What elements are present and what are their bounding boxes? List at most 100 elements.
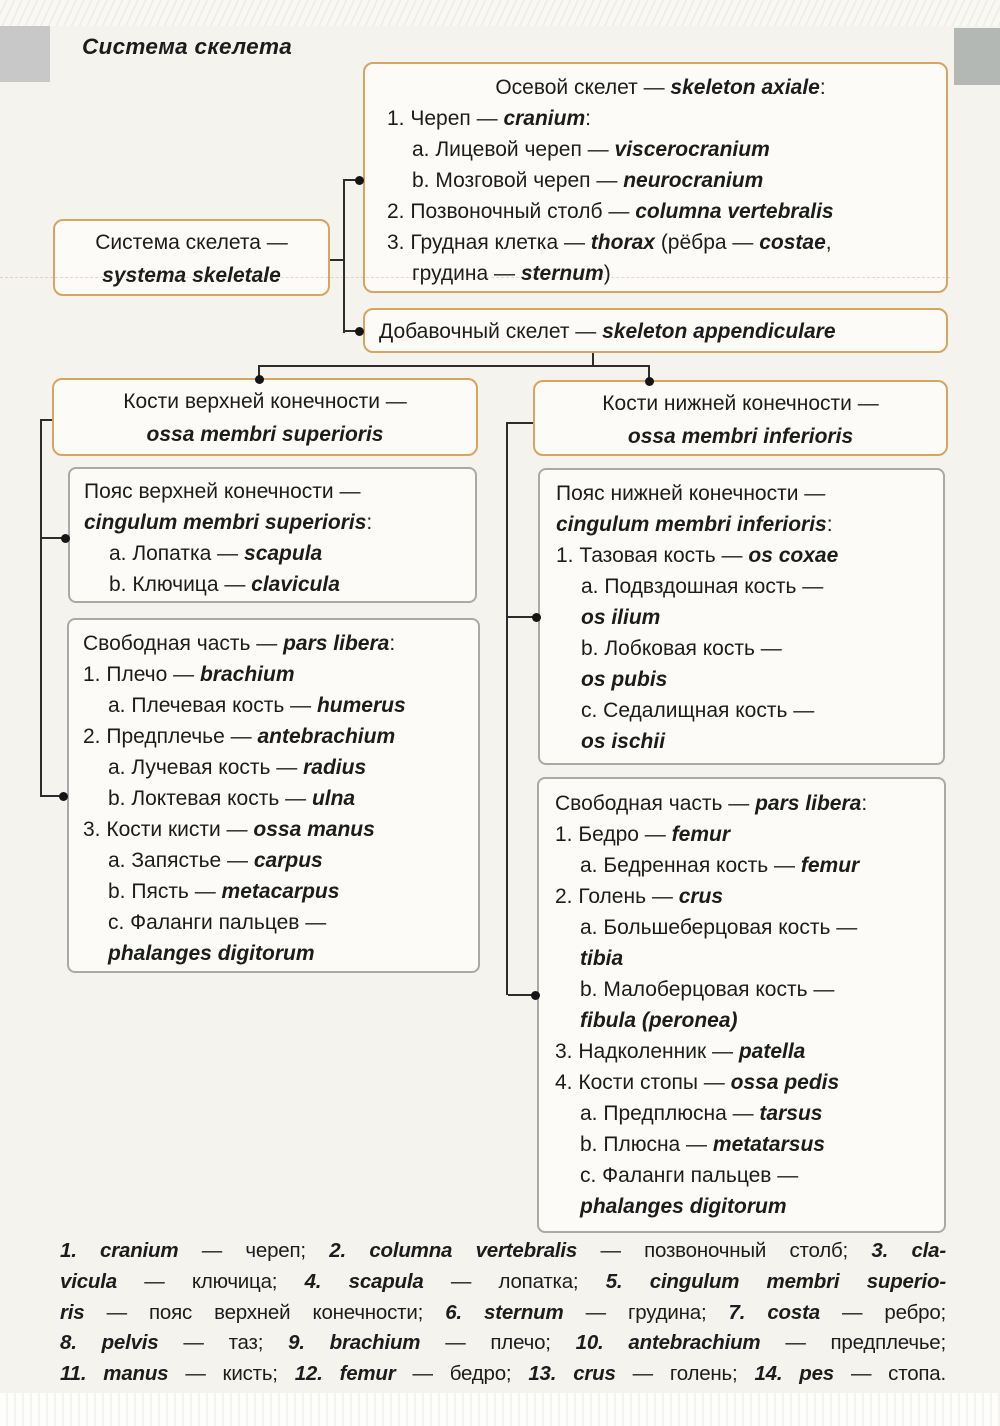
latin-term: 6. sternum bbox=[445, 1300, 564, 1324]
russian-text: — ключица; bbox=[116, 1269, 305, 1293]
russian-text: 3. Грудная клетка — bbox=[387, 231, 591, 254]
russian-text: a. Предплюсна — bbox=[580, 1102, 760, 1125]
connector-to-lower-girdle bbox=[508, 616, 536, 618]
connector-to-lower-limb bbox=[648, 365, 650, 381]
box-text: Пояс верхней конечности — cingulum membri… bbox=[70, 469, 475, 601]
latin-term: pars libera bbox=[283, 632, 390, 655]
russian-text: 1. Череп — bbox=[387, 107, 504, 130]
latin-term: scapula bbox=[244, 542, 323, 565]
russian-text: c. Седалищная кость — bbox=[581, 699, 815, 722]
text-line: 3. Кости кисти — ossa manus bbox=[83, 814, 470, 845]
russian-text: — грудина; bbox=[563, 1300, 729, 1324]
text-line: 8. pelvis — таз; 9. brachium — плечо; 10… bbox=[60, 1328, 946, 1359]
latin-term: radius bbox=[303, 756, 367, 779]
latin-term: skeleton appendiculare bbox=[602, 320, 836, 343]
russian-text: c. Фаланги пальцев — bbox=[108, 911, 327, 934]
text-line: b. Малоберцовая кость — bbox=[555, 974, 936, 1005]
text-line: cingulum membri inferioris: bbox=[556, 509, 935, 540]
russian-text: Добавочный скелет — bbox=[379, 320, 603, 343]
junction-dot bbox=[61, 534, 70, 543]
latin-term: os ilium bbox=[581, 606, 661, 629]
text-line: Система скелета — bbox=[55, 226, 328, 259]
connector-upper-stub bbox=[40, 419, 54, 421]
russian-text: : bbox=[389, 632, 396, 655]
text-line: 1. Плечо — brachium bbox=[83, 659, 470, 690]
text-line: 1. Череп — cranium: bbox=[387, 103, 934, 134]
text-line: 3. Надколенник — patella bbox=[555, 1036, 936, 1067]
text-line: b. Мозговой череп — neurocranium bbox=[387, 165, 934, 196]
latin-term: 13. crus bbox=[528, 1362, 616, 1386]
russian-text: 2. Позвоночный столб — bbox=[387, 200, 636, 223]
latin-term: 11. manus bbox=[60, 1362, 169, 1386]
latin-term: os pubis bbox=[581, 668, 668, 691]
russian-text: Свободная часть — bbox=[555, 792, 756, 815]
russian-text: 4. Кости стопы — bbox=[555, 1071, 731, 1094]
latin-term: cranium bbox=[503, 107, 586, 130]
russian-text: : bbox=[861, 792, 868, 815]
text-line: Пояс верхней конечности — bbox=[84, 476, 467, 507]
latin-term: brachium bbox=[199, 663, 295, 686]
russian-text: Пояс верхней конечности — bbox=[84, 480, 361, 503]
russian-text: b. Мозговой череп — bbox=[412, 169, 624, 192]
text-line: Кости верхней конечности — bbox=[54, 385, 476, 418]
connector-to-axial bbox=[345, 179, 358, 181]
box-text: Добавочный скелет — skeleton appendicula… bbox=[365, 310, 946, 351]
text-line: c. Фаланги пальцев — bbox=[555, 1160, 936, 1191]
text-line: tibia bbox=[555, 943, 936, 974]
latin-term: ulna bbox=[311, 787, 356, 810]
latin-term: pars libera bbox=[755, 792, 862, 815]
scan-texture-bottom bbox=[0, 1393, 1000, 1426]
latin-term: 1. cranium bbox=[60, 1239, 179, 1262]
connector-lower-stub bbox=[506, 422, 533, 424]
latin-term: 14. pes bbox=[754, 1362, 835, 1386]
scan-texture-strip bbox=[0, 0, 1000, 26]
russian-text: 1. Плечо — bbox=[83, 663, 200, 686]
text-line: 2. Голень — crus bbox=[555, 881, 936, 912]
latin-term: 7. costa bbox=[728, 1300, 821, 1324]
text-line: 1. cranium — череп; 2. columna vertebral… bbox=[60, 1236, 946, 1267]
text-line: cingulum membri superioris: bbox=[84, 507, 467, 538]
russian-text: — кисть; bbox=[168, 1362, 295, 1386]
text-line: грудина — sternum) bbox=[387, 258, 934, 289]
page-title: Система скелета bbox=[82, 34, 293, 59]
russian-text: a. Плечевая кость — bbox=[108, 694, 317, 717]
russian-text: 1. Тазовая кость — bbox=[556, 544, 749, 567]
latin-term: antebrachium bbox=[257, 725, 396, 748]
russian-text: — голень; bbox=[615, 1362, 755, 1386]
connector-to-upper-girdle bbox=[42, 537, 65, 539]
russian-text: Свободная часть — bbox=[83, 632, 284, 655]
russian-text: — бедро; bbox=[395, 1362, 529, 1386]
latin-term: 2. columna vertebralis bbox=[329, 1239, 578, 1262]
russian-text: грудина — bbox=[412, 262, 521, 285]
text-line: b. Пясть — metacarpus bbox=[83, 876, 470, 907]
lower-limb-girdle-box: Пояс нижней конечности —cingulum membri … bbox=[538, 468, 945, 765]
latin-term: ris bbox=[60, 1300, 85, 1324]
text-line: a. Большеберцовая кость — bbox=[555, 912, 936, 943]
russian-text: : bbox=[826, 513, 833, 536]
latin-term: os ischii bbox=[581, 730, 666, 753]
russian-text: Система скелета — bbox=[95, 231, 288, 254]
connector-to-upper-limb bbox=[258, 365, 260, 379]
text-line: 3. Грудная клетка — thorax (рёбра — cost… bbox=[387, 227, 934, 258]
latin-term: neurocranium bbox=[623, 169, 764, 192]
latin-term: 5. cingulum membri superio- bbox=[605, 1269, 946, 1293]
text-line: a. Лучевая кость — radius bbox=[83, 752, 470, 783]
text-line: phalanges digitorum bbox=[555, 1191, 936, 1222]
junction-dot bbox=[531, 991, 540, 1000]
connector-upper-vertical bbox=[40, 419, 42, 797]
text-line: Свободная часть — pars libera: bbox=[83, 628, 470, 659]
box-text: Система скелета — systema skeletale bbox=[55, 221, 328, 294]
russian-text: — плечо; bbox=[420, 1331, 576, 1355]
latin-term: patella bbox=[738, 1040, 806, 1063]
upper-limb-girdle-box: Пояс верхней конечности — cingulum membri… bbox=[68, 467, 477, 603]
scan-artifact-top-left bbox=[0, 26, 50, 82]
text-line: systema skeletale bbox=[55, 259, 328, 292]
text-line: a. Плечевая кость — humerus bbox=[83, 690, 470, 721]
scan-fold-line bbox=[0, 277, 950, 278]
text-line: b. Ключица — clavicula bbox=[84, 569, 467, 600]
russian-text: b. Плюсна — bbox=[580, 1133, 713, 1156]
box-text: Осевой скелет — skeleton axiale:1. Череп… bbox=[365, 64, 946, 291]
text-line: a. Предплюсна — tarsus bbox=[555, 1098, 936, 1129]
russian-text: — стопа. bbox=[834, 1362, 946, 1386]
